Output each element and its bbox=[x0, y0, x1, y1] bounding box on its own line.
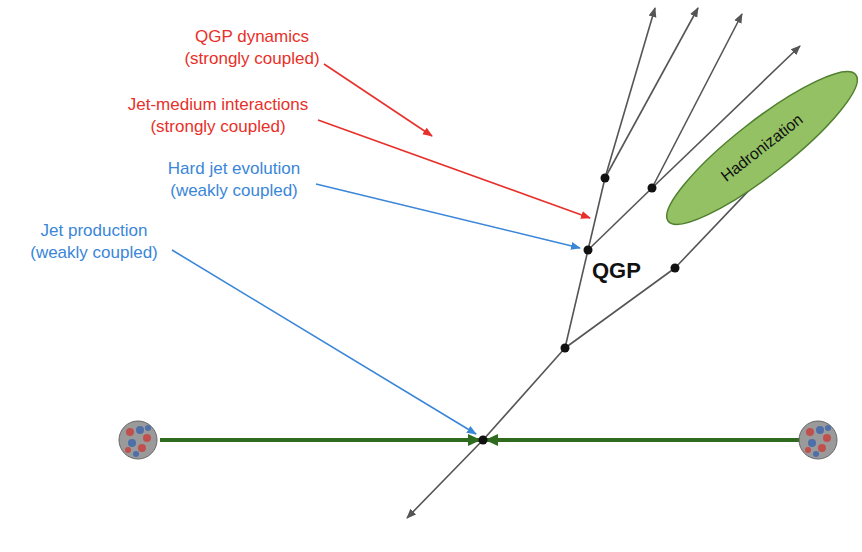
region-label: QGP bbox=[592, 258, 641, 284]
nucleus bbox=[799, 421, 837, 459]
annotation-label: Jet production (weakly coupled) bbox=[17, 220, 171, 264]
parton-shower bbox=[407, 8, 852, 518]
annotation-label: Hard jet evolution (weakly coupled) bbox=[152, 158, 316, 202]
nucleus bbox=[119, 421, 157, 459]
annotation-label: Jet-medium interactions (strongly couple… bbox=[115, 94, 321, 138]
annotation-label: QGP dynamics (strongly coupled) bbox=[172, 26, 332, 70]
hadronization-zone: Hadronization bbox=[650, 52, 862, 244]
